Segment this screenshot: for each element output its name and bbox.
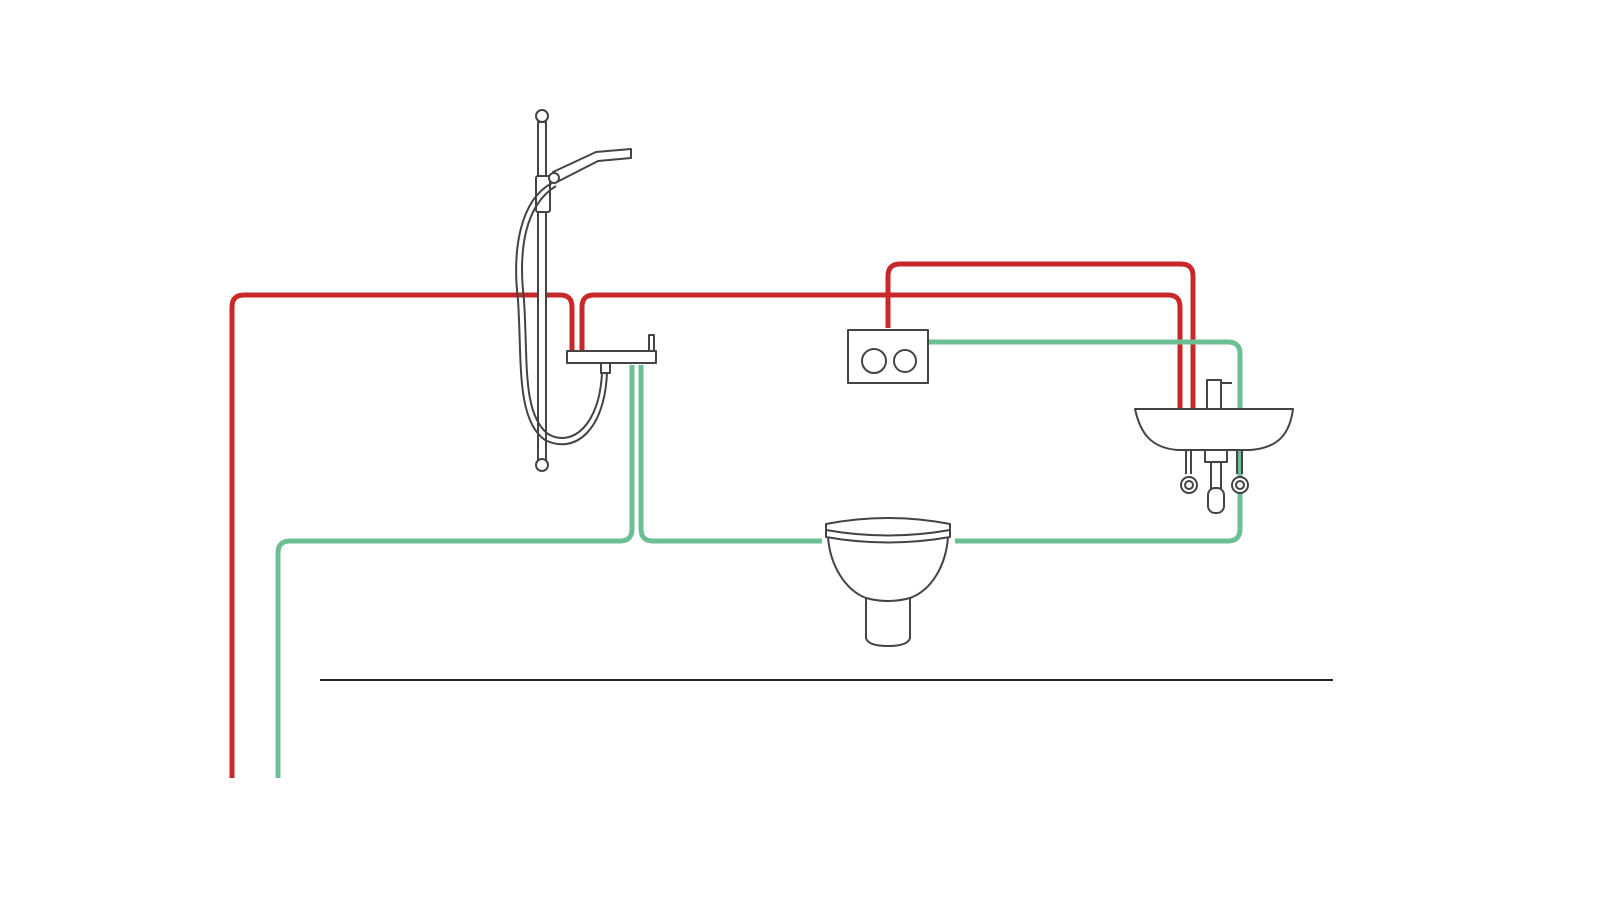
cold-pipe-to-toilet xyxy=(638,365,822,544)
flush-button-large xyxy=(861,348,887,374)
hot-pipe-to-flush xyxy=(885,261,1196,450)
cold-water-pipes xyxy=(275,339,1243,778)
shower-handset-icon xyxy=(548,148,632,184)
shower-hose xyxy=(515,182,608,446)
flush-button-small xyxy=(893,349,917,373)
basin-valve-cold xyxy=(1231,476,1249,494)
hot-pipe-main xyxy=(229,292,575,778)
cold-pipe-main xyxy=(275,365,635,778)
flush-plate xyxy=(847,329,929,384)
hot-pipe-to-basin xyxy=(579,292,1183,450)
shower-mixer xyxy=(566,334,657,374)
shower-hose-inner xyxy=(521,185,603,440)
wall-hung-toilet xyxy=(825,517,951,647)
shower-rail xyxy=(535,109,551,472)
basin-valve-hot xyxy=(1180,476,1198,494)
hot-water-pipes xyxy=(229,261,1196,778)
washbasin xyxy=(1134,379,1294,514)
basin-tap xyxy=(1206,379,1222,411)
